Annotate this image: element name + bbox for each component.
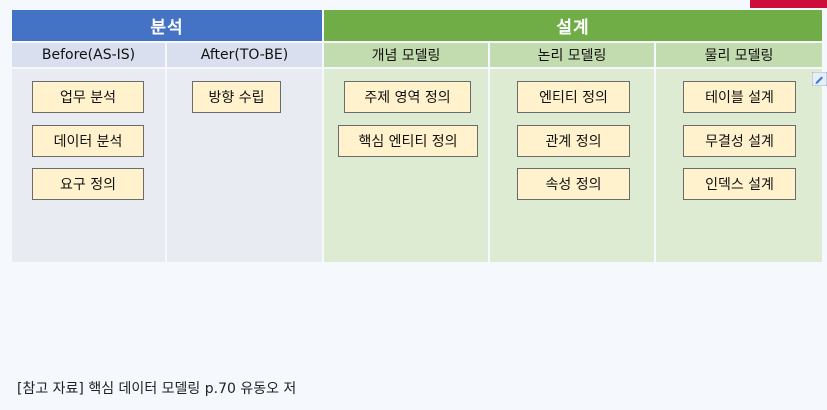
before-column: 업무 분석 데이터 분석 요구 정의 <box>12 69 165 262</box>
box-integrity-design: 무결성 설계 <box>683 125 796 157</box>
box-data-analysis: 데이터 분석 <box>32 125 144 157</box>
box-core-entity-definition: 핵심 엔티티 정의 <box>338 125 478 157</box>
box-direction-setting: 방향 수립 <box>192 81 281 113</box>
box-table-design: 테이블 설계 <box>683 81 796 113</box>
footer-reference: [참고 자료] 핵심 데이터 모델링 p.70 유동오 저 <box>17 381 297 397</box>
before-column-header: Before(AS-IS) <box>12 43 165 67</box>
box-business-analysis: 업무 분석 <box>32 81 144 113</box>
pencil-icon[interactable] <box>812 72 827 86</box>
logical-column-header: 논리 모델링 <box>490 43 654 67</box>
box-requirements-definition: 요구 정의 <box>32 168 144 200</box>
box-attribute-definition: 속성 정의 <box>517 168 630 200</box>
physical-column-header: 물리 모델링 <box>656 43 822 67</box>
conceptual-column-header: 개념 모델링 <box>324 43 488 67</box>
box-index-design: 인덱스 설계 <box>683 168 796 200</box>
after-column-header: After(TO-BE) <box>167 43 322 67</box>
after-column: 방향 수립 <box>167 69 322 262</box>
conceptual-column: 주제 영역 정의 핵심 엔티티 정의 <box>324 69 488 262</box>
modeling-process-table: 분석 설계 Before(AS-IS) After(TO-BE) 개념 모델링 … <box>12 10 822 262</box>
accent-bar <box>750 0 827 8</box>
box-subject-area-definition: 주제 영역 정의 <box>344 81 471 113</box>
design-header: 설계 <box>324 10 822 41</box>
logical-column: 엔티티 정의 관계 정의 속성 정의 <box>490 69 654 262</box>
physical-column: 테이블 설계 무결성 설계 인덱스 설계 <box>656 69 822 262</box>
box-entity-definition: 엔티티 정의 <box>517 81 630 113</box>
analysis-header: 분석 <box>12 10 322 41</box>
box-relationship-definition: 관계 정의 <box>517 125 630 157</box>
